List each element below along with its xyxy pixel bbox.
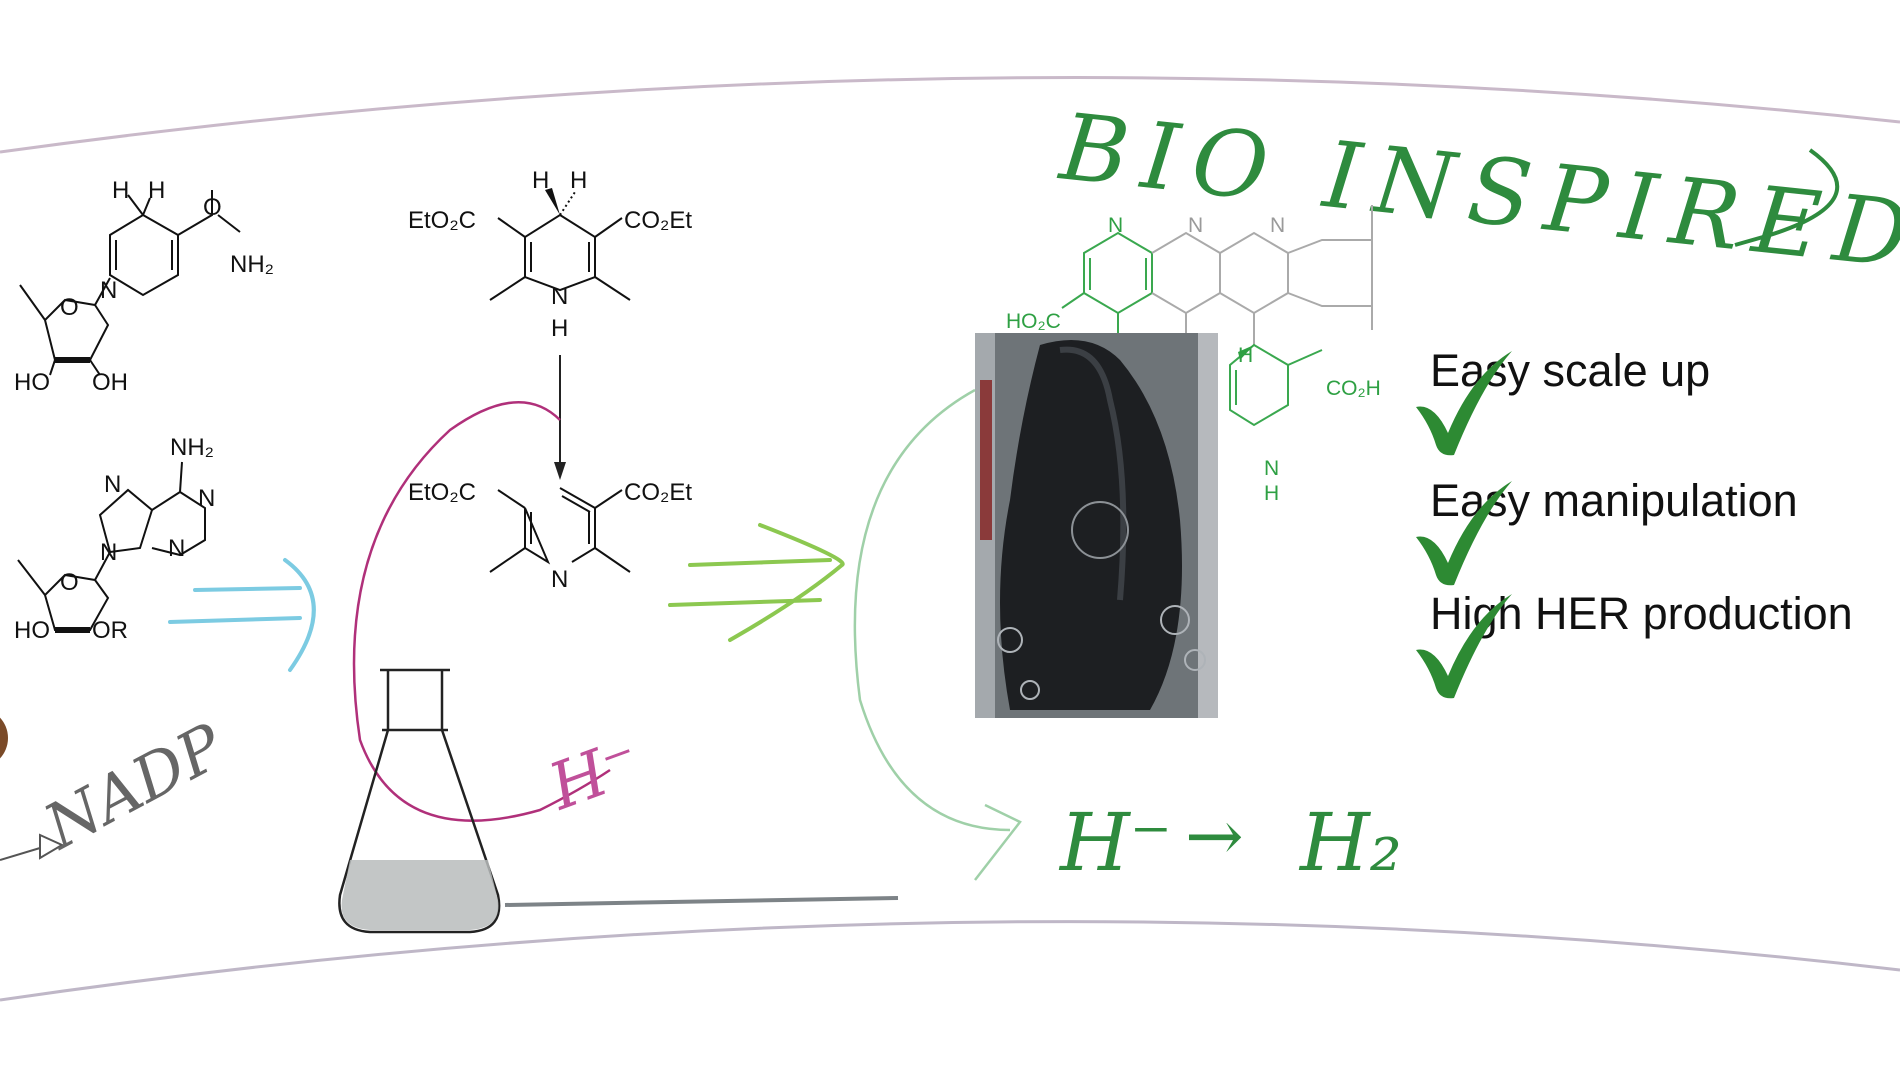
nadh-structure: H H O NH₂ N O HO OH <box>14 177 274 396</box>
hydride-handwritten-label: H⁻ <box>539 725 649 826</box>
checkmark-icon <box>1416 351 1512 456</box>
nadp-n-label: N <box>104 471 121 498</box>
hantzsch-nh-label: H <box>551 315 568 342</box>
hantzsch-ester-right-label: CO₂Et <box>624 207 692 234</box>
title-bracket-stroke <box>1734 148 1840 247</box>
svg-text:H⁻: H⁻ <box>539 725 649 826</box>
svg-text:H₂: H₂ <box>1298 796 1402 889</box>
magenta-hydride-curve <box>352 401 611 822</box>
nadp-ho-label: HO <box>14 617 50 644</box>
material-photo <box>975 333 1218 718</box>
speaker-avatar-fragment <box>0 717 8 759</box>
pyridine-ester-left-label: EtO₂C <box>408 479 476 506</box>
nadp-nh2-label: NH₂ <box>170 434 214 461</box>
hantzsch-h-label: H <box>532 167 549 194</box>
nadh-n-label: N <box>100 277 117 304</box>
framework-nh-n-label: N <box>1264 457 1279 480</box>
nadp-n-label: N <box>100 539 117 566</box>
hantzsch-h-label: H <box>570 167 587 194</box>
hantzsch-ester-left-label: EtO₂C <box>408 207 476 234</box>
svg-text:H⁻: H⁻ <box>1058 796 1172 889</box>
nadh-o-label: O <box>203 194 222 221</box>
pyridine-n-label: N <box>551 566 568 593</box>
checkmark-icon <box>1416 481 1512 586</box>
nadh-h-label: H <box>148 177 165 204</box>
top-band-curve <box>0 76 1900 154</box>
bottom-band-curve <box>0 920 1900 1002</box>
hantzsch-n-label: N <box>551 283 568 310</box>
nadh-ring-o-label: O <box>60 294 79 321</box>
hydrogen-evolution-label: H⁻ → H₂ <box>1058 795 1402 889</box>
svg-text:NADP: NADP <box>31 709 236 864</box>
framework-acid-left-label: HO₂C <box>1006 310 1061 333</box>
framework-n-label: N <box>1270 214 1285 237</box>
reduction-arrowhead <box>554 462 566 480</box>
checkmark-icon <box>1416 594 1512 699</box>
pyridine-structure: EtO₂C CO₂Et N <box>408 479 692 593</box>
checklist-item: Easy scale up <box>1412 345 1710 456</box>
framework-n-label: N <box>1188 214 1203 237</box>
hantzsch-ester-structure: H H EtO₂C CO₂Et N H <box>408 167 692 342</box>
framework-acid-right-label: CO₂H <box>1326 377 1381 400</box>
nadp-n-label: N <box>198 485 215 512</box>
nadp-n-label: N <box>168 535 185 562</box>
light-green-curve-arrow <box>853 388 1022 881</box>
checklist-item: High HER production <box>1412 588 1853 699</box>
framework-n-label: N <box>1108 214 1123 237</box>
nadp-structure: NH₂ N N N N O HO OR <box>14 434 215 644</box>
pyridine-ester-right-label: CO₂Et <box>624 479 692 506</box>
nadp-ring-o-label: O <box>60 569 79 596</box>
nadh-nh2-label: NH₂ <box>230 251 274 278</box>
checklist-label: High HER production <box>1430 588 1853 639</box>
flask-icon <box>338 668 899 934</box>
checklist-item: Easy manipulation <box>1412 475 1798 586</box>
svg-text:→: → <box>1185 795 1244 877</box>
bio-inspired-title: BIO INSPIRED <box>1054 93 1900 290</box>
framework-nh-h-label: H <box>1264 482 1279 505</box>
framework-structure: N N N HO₂C H CO₂H N H <box>1006 205 1381 505</box>
nadp-handwritten-label: NADP <box>0 709 236 864</box>
nadp-or-label: OR <box>92 617 128 644</box>
cyan-reaction-arrow <box>168 558 316 672</box>
framework-h-label: H <box>1238 344 1253 367</box>
nadh-h-label: H <box>112 177 129 204</box>
green-reaction-arrow <box>668 523 845 642</box>
nadh-ho-label: HO <box>14 369 50 396</box>
nadh-oh-label: OH <box>92 369 128 396</box>
